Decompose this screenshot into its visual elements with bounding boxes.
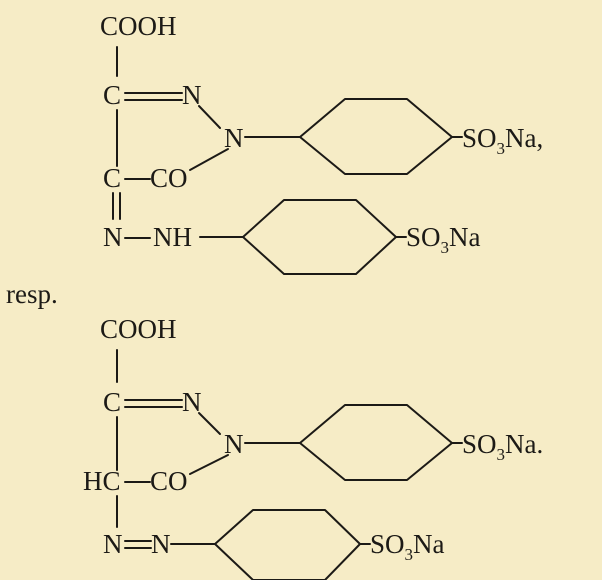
- resp-connector: resp.: [6, 279, 58, 309]
- n-azo-left-label: N: [103, 529, 123, 559]
- structure-bottom: COOH C N N HC CO SO3Na. N N SO3Na: [83, 314, 543, 580]
- so3na-2-label: SO3Na: [406, 222, 481, 257]
- benzene-ring-1: [299, 98, 453, 175]
- bond-co-n: [189, 148, 229, 171]
- co-label: CO: [150, 163, 188, 193]
- nh-label: NH: [153, 222, 192, 252]
- co-label: CO: [150, 466, 188, 496]
- n-azo-right-label: N: [151, 529, 171, 559]
- n-bridge-label: N: [224, 429, 244, 459]
- so3na-1-label: SO3Na.: [462, 429, 543, 464]
- bond-n-n: [198, 412, 221, 435]
- n-bridge-label: N: [224, 123, 244, 153]
- structure-top: COOH C N N C CO SO3Na, N NH SO3Na: [100, 11, 543, 275]
- n-ring-label: N: [182, 80, 202, 110]
- bond-n-n: [198, 105, 221, 129]
- benzene-ring-2: [242, 199, 397, 275]
- cooh-label: COOH: [100, 314, 177, 344]
- hc-label: HC: [83, 466, 121, 496]
- c-bottom-label: C: [103, 163, 121, 193]
- bond-co-n: [189, 454, 229, 475]
- benzene-ring-1: [299, 404, 453, 481]
- cooh-label: COOH: [100, 11, 177, 41]
- benzene-ring-2: [214, 509, 361, 580]
- n-hydrazone-label: N: [103, 222, 123, 252]
- c-top-label: C: [103, 387, 121, 417]
- c-top-label: C: [103, 80, 121, 110]
- n-ring-label: N: [182, 387, 202, 417]
- so3na-1-label: SO3Na,: [462, 123, 543, 158]
- so3na-2-label: SO3Na: [370, 529, 445, 564]
